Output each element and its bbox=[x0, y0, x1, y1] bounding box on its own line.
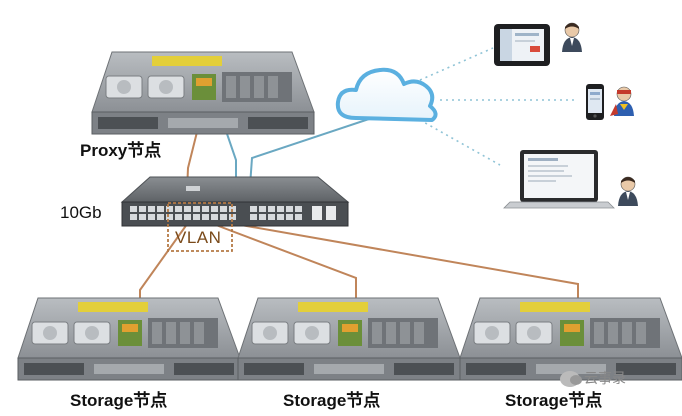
cloud-icon bbox=[335, 67, 438, 122]
vlan-label: VLAN bbox=[175, 228, 222, 247]
wechat-icon bbox=[560, 371, 582, 388]
proxy-server bbox=[91, 51, 315, 135]
client-links bbox=[419, 47, 578, 166]
storage-server-1 bbox=[17, 297, 241, 381]
storage-node-label-3: Storage节点 bbox=[505, 391, 603, 410]
user-icon bbox=[617, 176, 639, 207]
tablet-icon bbox=[494, 24, 550, 66]
storage-server-2 bbox=[237, 297, 461, 381]
storage-node-label-2: Storage节点 bbox=[283, 391, 381, 410]
watermark: 云事录 bbox=[560, 368, 626, 388]
watermark-text: 云事录 bbox=[584, 370, 626, 386]
proxy-node-label: Proxy节点 bbox=[80, 141, 162, 160]
laptop-icon bbox=[503, 150, 615, 209]
network-switch bbox=[120, 176, 350, 227]
smartphone-icon bbox=[586, 84, 604, 120]
vlan-box bbox=[167, 202, 233, 252]
link-cloud-tablet bbox=[419, 47, 494, 81]
switch-speed-label: 10Gb bbox=[60, 203, 102, 222]
link-cloud-laptop bbox=[419, 119, 501, 166]
superhero-user-icon bbox=[610, 86, 634, 116]
user-icon bbox=[561, 22, 583, 53]
storage-node-label-1: Storage节点 bbox=[70, 391, 168, 410]
